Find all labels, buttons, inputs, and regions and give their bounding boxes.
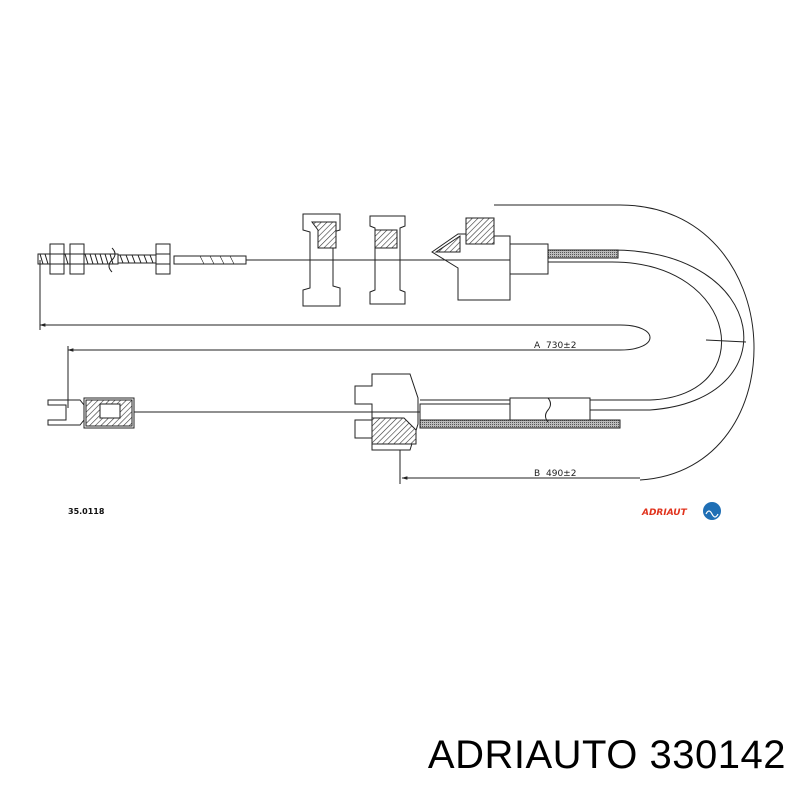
housing-stop-upper [431,217,619,301]
adjuster-nuts [49,243,171,275]
ferrule-upper [173,255,247,265]
clevis-fork [47,397,150,429]
dimension-b-label: B [534,469,540,479]
grommet-2 [369,215,406,305]
dimension-a-label: A [534,341,541,351]
logo-badge-icon [703,502,721,520]
dimension-b [399,450,640,484]
housing-stop-lower [354,373,621,451]
drawing-number: 35.0118 [68,507,105,516]
dimension-b-value: 490±2 [546,469,576,479]
logo-text: ADRIAUT [641,508,688,518]
part-number: 330142 [649,733,786,777]
adriauto-logo: ADRIAUT [641,502,721,520]
product-caption: ADRIAUTO 330142 [0,733,786,778]
dimension-a-value: 730±2 [546,341,576,351]
grommet-1 [302,213,341,307]
brand-name: ADRIAUTO [427,733,638,777]
dimension-a [39,260,651,408]
outer-sheath-loop [420,249,745,411]
